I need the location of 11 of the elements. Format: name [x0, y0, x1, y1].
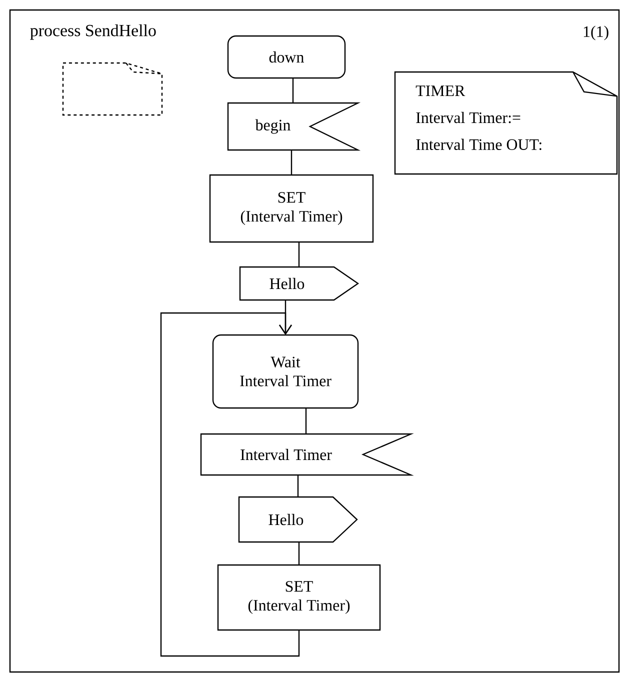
task-box: SET (Interval Timer) — [209, 174, 374, 243]
connector-line — [298, 542, 300, 565]
connector-line — [305, 408, 307, 434]
connector-line — [297, 475, 299, 497]
connector-line — [290, 150, 292, 175]
connector-line — [298, 242, 300, 267]
note-symbol — [62, 62, 163, 116]
page-number: 1(1) — [584, 26, 608, 40]
connector-line — [292, 78, 294, 103]
arrow — [160, 312, 300, 657]
task-box: SET (Interval Timer) — [217, 564, 381, 631]
